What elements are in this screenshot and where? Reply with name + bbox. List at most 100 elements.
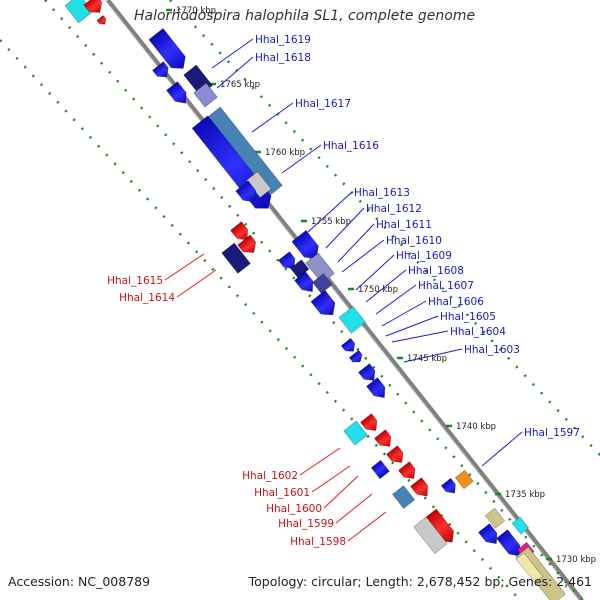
gene-leader-line (176, 269, 217, 298)
gene-hhal-1597[interactable] (440, 477, 459, 496)
gene-leader-line (211, 38, 254, 69)
gene-hhal-1604[interactable] (348, 349, 365, 365)
gene-hhal-1599-steel[interactable] (392, 485, 416, 509)
gene-hhal-1607[interactable] (310, 289, 340, 320)
gene-hhal-1602[interactable] (360, 413, 382, 435)
gene-blue-late-a[interactable] (478, 523, 502, 548)
gene-hhal-1614[interactable] (221, 242, 251, 274)
gene-label-forward[interactable]: Hhal_1616 (323, 140, 379, 152)
gene-leader-line (281, 144, 322, 174)
ruler-kbp-label: 1750 kbp (358, 285, 398, 295)
gene-leader-line (385, 315, 439, 337)
gene-label-forward[interactable]: Hhal_1609 (396, 250, 452, 262)
gene-label-reverse[interactable]: Hhal_1615 (107, 275, 163, 287)
gene-hhal-1618-light[interactable] (193, 82, 218, 108)
gene-blue-late-b[interactable] (496, 529, 525, 561)
gene-red-top-b[interactable] (96, 15, 108, 27)
gene-label-forward[interactable]: Hhal_1605 (440, 311, 496, 323)
gene-label-forward[interactable]: Hhal_1604 (450, 326, 506, 338)
gene-hhal-1616-grey[interactable] (246, 171, 272, 199)
gene-cyan-late[interactable] (511, 516, 530, 535)
gene-hhal-1608[interactable] (312, 273, 333, 294)
gene-label-forward[interactable]: Hhal_1606 (428, 296, 484, 308)
gene-hhal-1597-orange[interactable] (454, 469, 474, 490)
gene-leader-line (381, 300, 427, 327)
gene-leader-line (337, 223, 375, 263)
gene-label-forward[interactable]: Hhal_1618 (255, 52, 311, 64)
ruler-kbp-label: 1765 kbp (220, 80, 260, 90)
gene-leader-line (164, 253, 205, 281)
ruler-kbp-label: 1745 kbp (407, 354, 447, 364)
gene-label-forward[interactable]: Hhal_1611 (376, 219, 432, 231)
gene-hhal-1600[interactable] (386, 445, 408, 467)
gene-leader-line (403, 348, 463, 363)
gene-leader-line (251, 102, 294, 133)
gene-hhal-1605[interactable] (340, 337, 358, 355)
gene-label-reverse[interactable]: Hhal_1602 (242, 470, 298, 482)
backbone-line (106, 0, 584, 600)
gene-label-forward[interactable]: Hhal_1603 (464, 344, 520, 356)
gene-leader-line (307, 191, 353, 233)
gene-label-forward[interactable]: Hhal_1612 (366, 203, 422, 215)
gene-red-top[interactable] (83, 0, 106, 18)
accession-text: Accession: NC_008789 (8, 574, 151, 589)
gene-hhal-1603[interactable] (358, 363, 380, 385)
gene-leader-line (323, 475, 359, 509)
gene-leader-line (347, 511, 387, 542)
gene-hhal-1601[interactable] (374, 429, 396, 451)
gene-hhal-1603b[interactable] (366, 377, 390, 402)
gene-leader-line (216, 56, 254, 89)
gene-leader-line (375, 284, 417, 315)
gene-lightyellow-late[interactable] (515, 552, 543, 584)
gene-hhal-1619[interactable] (148, 27, 190, 74)
gene-label-forward[interactable]: Hhal_1613 (354, 187, 410, 199)
ruler-kbp-label: 1770 kbp (176, 6, 216, 16)
gene-leader-line (311, 465, 351, 493)
gene-hhal-1618[interactable] (166, 81, 192, 108)
gene-label-forward[interactable]: Hhal_1607 (418, 280, 474, 292)
ruler-rail (0, 39, 521, 600)
gene-hhal-1598[interactable] (423, 508, 459, 547)
gene-hhal-1612[interactable] (278, 251, 300, 273)
gene-label-forward[interactable]: Hhal_1610 (386, 235, 442, 247)
gene-hhal-1615[interactable] (230, 221, 253, 245)
gene-hhal-1598-grey[interactable] (413, 516, 448, 555)
gene-hhal-1613[interactable] (291, 229, 323, 263)
gene-hhal-1615b[interactable] (237, 234, 260, 257)
gene-leader-line (355, 254, 395, 291)
gene-label-forward[interactable]: Hhal_1619 (255, 34, 311, 46)
gene-label-forward[interactable]: Hhal_1608 (408, 265, 464, 277)
gene-leader-line (335, 493, 373, 524)
gene-hhal-1599[interactable] (398, 461, 420, 483)
gene-label-reverse[interactable]: Hhal_1601 (254, 487, 310, 499)
ruler-rail (169, 0, 600, 456)
gene-leader-line (481, 431, 523, 467)
map-title: Halorhodospira halophila SL1, complete g… (134, 8, 476, 24)
gene-leader-line (341, 239, 385, 273)
ruler-kbp-label: 1735 kbp (505, 490, 545, 500)
gene-label-forward[interactable]: Hhal_1617 (295, 98, 351, 110)
gene-hhal-1599b[interactable] (410, 477, 433, 501)
ruler-kbp-label: 1740 kbp (456, 422, 496, 432)
gene-hhal-1619b[interactable] (152, 61, 173, 82)
gene-cyan-1602[interactable] (343, 420, 368, 446)
gene-leader-line (365, 269, 407, 303)
gene-leader-line (299, 447, 341, 476)
gene-leader-line (325, 207, 365, 249)
gene-label-forward[interactable]: Hhal_1597 (524, 427, 580, 439)
ruler-kbp-label: 1760 kbp (265, 148, 305, 158)
gene-label-reverse[interactable]: Hhal_1599 (278, 518, 334, 530)
gene-leader-line (391, 330, 449, 343)
gene-hhal-1610[interactable] (294, 271, 318, 296)
gene-label-reverse[interactable]: Hhal_1598 (290, 536, 346, 548)
gene-label-reverse[interactable]: Hhal_1614 (119, 292, 175, 304)
gene-hhal-1600-blue[interactable] (370, 459, 390, 480)
genome-summary-text: Topology: circular; Length: 2,678,452 bp… (248, 574, 592, 589)
gene-hhal-1616b[interactable] (235, 180, 261, 207)
ruler-kbp-label: 1755 kbp (311, 217, 351, 227)
gene-label-reverse[interactable]: Hhal_1600 (266, 503, 322, 515)
gene-khaki-a[interactable] (484, 507, 506, 529)
gene-cyan-1606[interactable] (338, 305, 366, 334)
ruler-kbp-label: 1730 kbp (556, 555, 596, 565)
